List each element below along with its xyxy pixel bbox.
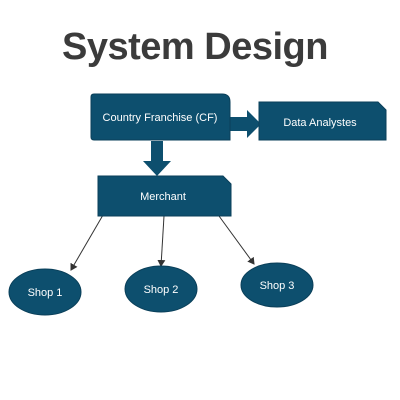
node-data-analystes[interactable]: Data Analystes xyxy=(258,101,387,141)
node-shop-3-label: Shop 3 xyxy=(260,280,295,292)
node-merchant[interactable]: Merchant xyxy=(97,175,232,217)
node-shop-2[interactable]: Shop 2 xyxy=(124,265,198,313)
node-data-analystes-label: Data Analystes xyxy=(283,117,357,129)
node-shop-1[interactable]: Shop 1 xyxy=(8,268,82,316)
node-shop-3[interactable]: Shop 3 xyxy=(240,262,314,308)
node-country-franchise[interactable]: Country Franchise (CF) xyxy=(90,93,231,141)
connector-merchant-to-shop2 xyxy=(157,215,166,267)
node-shop-2-label: Shop 2 xyxy=(144,284,179,296)
connector-merchant-to-shop1 xyxy=(70,214,104,271)
connector-merchant-to-shop3 xyxy=(218,215,255,265)
node-merchant-label: Merchant xyxy=(140,191,186,203)
node-country-franchise-label: Country Franchise (CF) xyxy=(103,112,218,124)
node-shop-1-label: Shop 1 xyxy=(28,287,63,299)
arrow-franchise-to-merchant xyxy=(143,141,171,176)
arrow-franchise-to-analysts xyxy=(230,110,261,138)
page-title: System Design xyxy=(62,26,328,68)
